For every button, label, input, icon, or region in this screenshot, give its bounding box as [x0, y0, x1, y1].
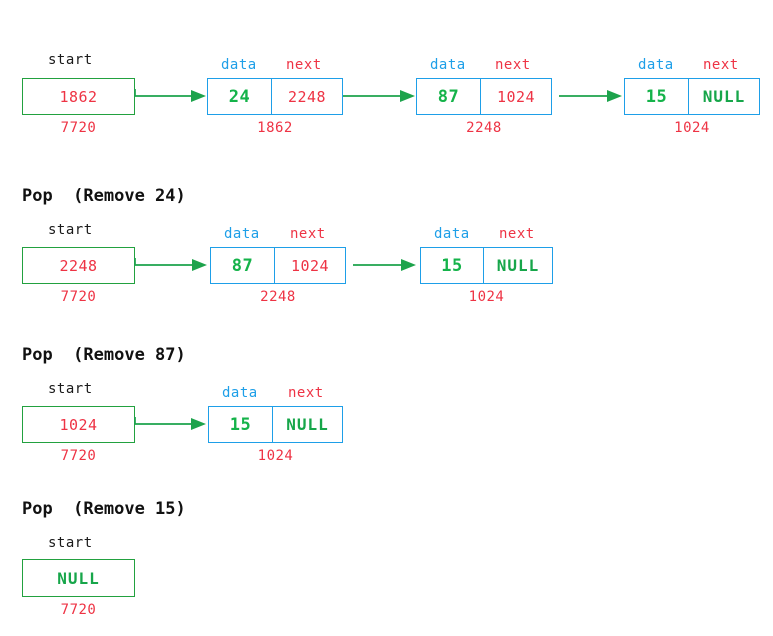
node-next-row1-node3: NULL [688, 79, 759, 114]
arrow-start-to-node1-row2 [134, 258, 211, 272]
section-title-pop-24: Pop (Remove 24) [22, 186, 186, 206]
arrow-node2-to-node3-row1 [556, 89, 626, 103]
node-box-row3-node1: 15 NULL [208, 406, 343, 443]
node-box-row1-node1: 24 2248 [207, 78, 343, 115]
start-label-row2: start [48, 222, 93, 238]
node-next-row1-node2: 1024 [480, 79, 551, 114]
node-address-row1-node1: 1862 [257, 120, 293, 136]
start-address-row3: 7720 [60, 448, 97, 464]
data-label-row3-node1: data [222, 385, 258, 401]
node-box-row1-node2: 87 1024 [416, 78, 552, 115]
start-box-row1: 1862 [22, 78, 135, 115]
start-label-row4: start [48, 535, 93, 551]
node-next-row1-node1: 2248 [271, 79, 342, 114]
node-data-row1-node1: 24 [228, 86, 251, 107]
start-value-row2: 2248 [59, 256, 98, 275]
section-title-pop-87: Pop (Remove 87) [22, 345, 186, 365]
data-label-row1-node2: data [430, 57, 466, 73]
start-box-row3: 1024 [22, 406, 135, 443]
node-data-row3-node1: 15 [229, 414, 252, 435]
next-label-row2-node2: next [499, 226, 535, 242]
node-data-row2-node1: 87 [231, 255, 254, 276]
arrow-start-to-node1-row1 [134, 89, 210, 103]
node-data-row1-node3: 15 [645, 86, 668, 107]
data-label-row1-node1: data [221, 57, 257, 73]
data-label-row1-node3: data [638, 57, 674, 73]
start-address-row1: 7720 [60, 120, 97, 136]
node-address-row3-node1: 1024 [257, 448, 294, 464]
next-label-row1-node3: next [703, 57, 739, 73]
arrow-node1-to-node2-row1 [343, 89, 419, 103]
data-label-row2-node2: data [434, 226, 470, 242]
next-label-row1-node2: next [495, 57, 531, 73]
start-value-row3: 1024 [59, 415, 98, 434]
start-label-row3: start [48, 381, 93, 397]
node-address-row2-node1: 2248 [260, 289, 296, 305]
node-address-row1-node2: 2248 [466, 120, 502, 136]
start-address-row2: 7720 [60, 289, 97, 305]
node-data-row1-node2: 87 [437, 86, 460, 107]
node-next-row2-node2: NULL [483, 248, 552, 283]
node-address-row1-node3: 1024 [674, 120, 710, 136]
start-box-row4: NULL [22, 559, 135, 597]
data-label-row2-node1: data [224, 226, 260, 242]
node-box-row1-node3: 15 NULL [624, 78, 760, 115]
section-title-pop-15: Pop (Remove 15) [22, 499, 186, 519]
start-label-row1: start [48, 52, 93, 68]
node-data-row2-node2: 15 [441, 255, 463, 276]
start-address-row4: 7720 [60, 602, 97, 618]
start-box-row2: 2248 [22, 247, 135, 284]
node-next-row3-node1: NULL [272, 407, 342, 442]
node-box-row2-node1: 87 1024 [210, 247, 346, 284]
next-label-row2-node1: next [290, 226, 326, 242]
arrow-node1-to-node2-row2 [350, 258, 420, 272]
start-value-row1: 1862 [59, 87, 98, 106]
start-value-row4: NULL [57, 568, 100, 588]
node-address-row2-node2: 1024 [468, 289, 505, 305]
arrow-start-to-node1-row3 [134, 417, 210, 431]
next-label-row1-node1: next [286, 57, 322, 73]
next-label-row3-node1: next [288, 385, 324, 401]
node-next-row2-node1: 1024 [274, 248, 345, 283]
node-box-row2-node2: 15 NULL [420, 247, 553, 284]
